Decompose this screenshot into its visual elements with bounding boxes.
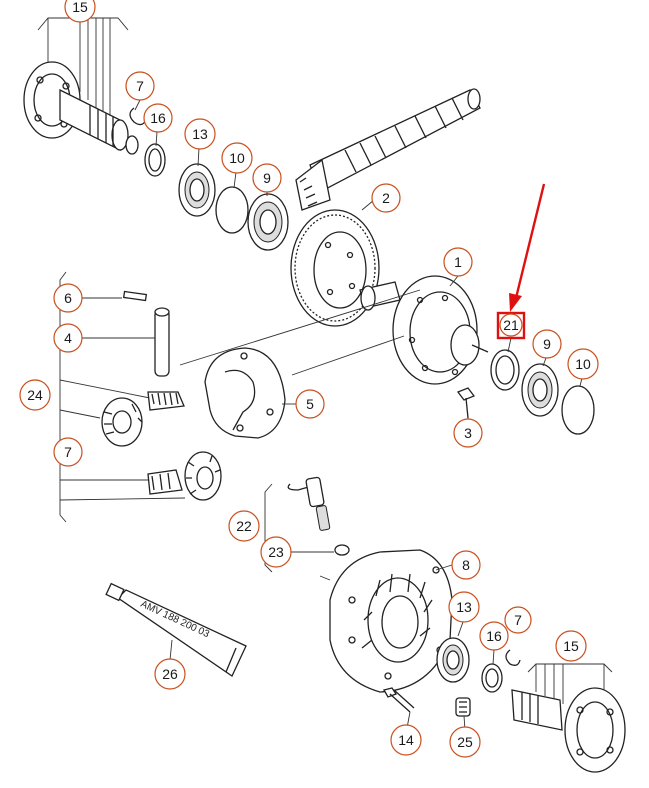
callout-label: 4 [64,330,72,346]
callout-7-left[interactable]: 7 [53,437,83,467]
callout-1[interactable]: 1 [443,247,473,277]
callout-label: 26 [162,666,178,682]
callout-15-lower[interactable]: 15 [555,630,587,662]
callout-2[interactable]: 2 [371,183,401,213]
pin-6 [122,290,148,302]
callout-13-lower[interactable]: 13 [448,591,480,623]
callout-24[interactable]: 24 [19,379,51,411]
seal-13-top [178,163,216,217]
callout-9-top[interactable]: 9 [252,163,282,193]
callout-25[interactable]: 25 [449,726,481,758]
callout-label: 21 [503,317,519,333]
shaft-4 [154,307,170,377]
callout-label: 3 [464,425,472,441]
drive-flange-top [23,61,139,155]
callout-13-top[interactable]: 13 [184,118,216,150]
callout-label: 1 [454,254,462,270]
callout-label: 16 [486,628,502,644]
callout-10-top[interactable]: 10 [221,142,253,174]
oring-23 [334,544,350,556]
callout-label: 9 [263,170,271,186]
callout-label: 13 [192,126,208,142]
callout-label: 16 [150,110,166,126]
callout-9-right[interactable]: 9 [532,329,562,359]
bolt-14 [383,687,415,713]
circlip-7-lower [505,649,521,666]
housing-cover-8 [329,549,453,693]
callout-label: 2 [382,190,390,206]
callout-label: 10 [575,356,591,372]
gear-pair-lower [147,451,222,501]
callout-label: 8 [462,557,470,573]
callout-label: 5 [306,396,314,412]
drive-flange-lower [511,687,626,773]
callout-label: 15 [72,0,88,15]
callout-22[interactable]: 22 [228,510,260,542]
callout-26[interactable]: 26 [154,658,186,690]
callout-label: 24 [27,387,43,403]
plug-25 [455,697,471,717]
callout-7-lower[interactable]: 7 [504,606,532,634]
bolt-3 [456,387,476,419]
highlight-arrow [509,183,546,312]
bracket-15-lower [527,663,613,704]
seal-13-lower [436,637,470,683]
gear-24 [147,391,185,411]
bracket-15-top [37,17,129,116]
callout-14[interactable]: 14 [390,724,422,756]
ring-21 [490,349,520,391]
callout-label: 22 [236,518,252,534]
callout-label: 10 [229,150,245,166]
callout-15-top[interactable]: 15 [64,0,96,23]
callout-label: 15 [563,638,579,654]
callout-16-lower[interactable]: 16 [479,621,509,651]
ring-16-top [144,143,166,177]
callout-label: 25 [457,734,473,750]
callout-8[interactable]: 8 [451,550,481,580]
ring-16-lower [481,663,503,693]
callout-10-right[interactable]: 10 [567,348,599,380]
callout-label: 9 [543,336,551,352]
bracket-24 [59,271,186,523]
callout-label: 13 [456,599,472,615]
callout-label: 7 [64,444,72,460]
leader-lines [82,99,583,731]
side-gear-7 [101,397,143,447]
circlip-7-top [129,107,147,126]
shim-10-top [215,186,249,234]
callout-3[interactable]: 3 [453,418,483,448]
ring-gear [290,209,380,327]
callout-4[interactable]: 4 [53,323,83,353]
shim-10-right [561,385,595,435]
callout-5[interactable]: 5 [295,389,325,419]
callout-label: 23 [268,544,284,560]
callout-7-top[interactable]: 7 [125,71,155,101]
callout-label: 14 [398,732,414,748]
callout-6[interactable]: 6 [53,283,83,313]
diff-cage-5 [204,347,286,439]
bearing-9-right [521,363,559,417]
pinion-shaft [295,88,481,211]
callout-label: 7 [136,78,144,94]
differential-housing [359,275,489,385]
bracket-22 [264,483,273,573]
callout-16-top[interactable]: 16 [143,103,173,133]
sensor-22 [287,476,331,531]
callout-21-highlighted[interactable]: 21 [496,311,526,340]
callout-23[interactable]: 23 [260,536,292,568]
callout-label: 6 [64,290,72,306]
callout-label: 7 [514,612,522,628]
bearing-9-top [247,193,289,251]
